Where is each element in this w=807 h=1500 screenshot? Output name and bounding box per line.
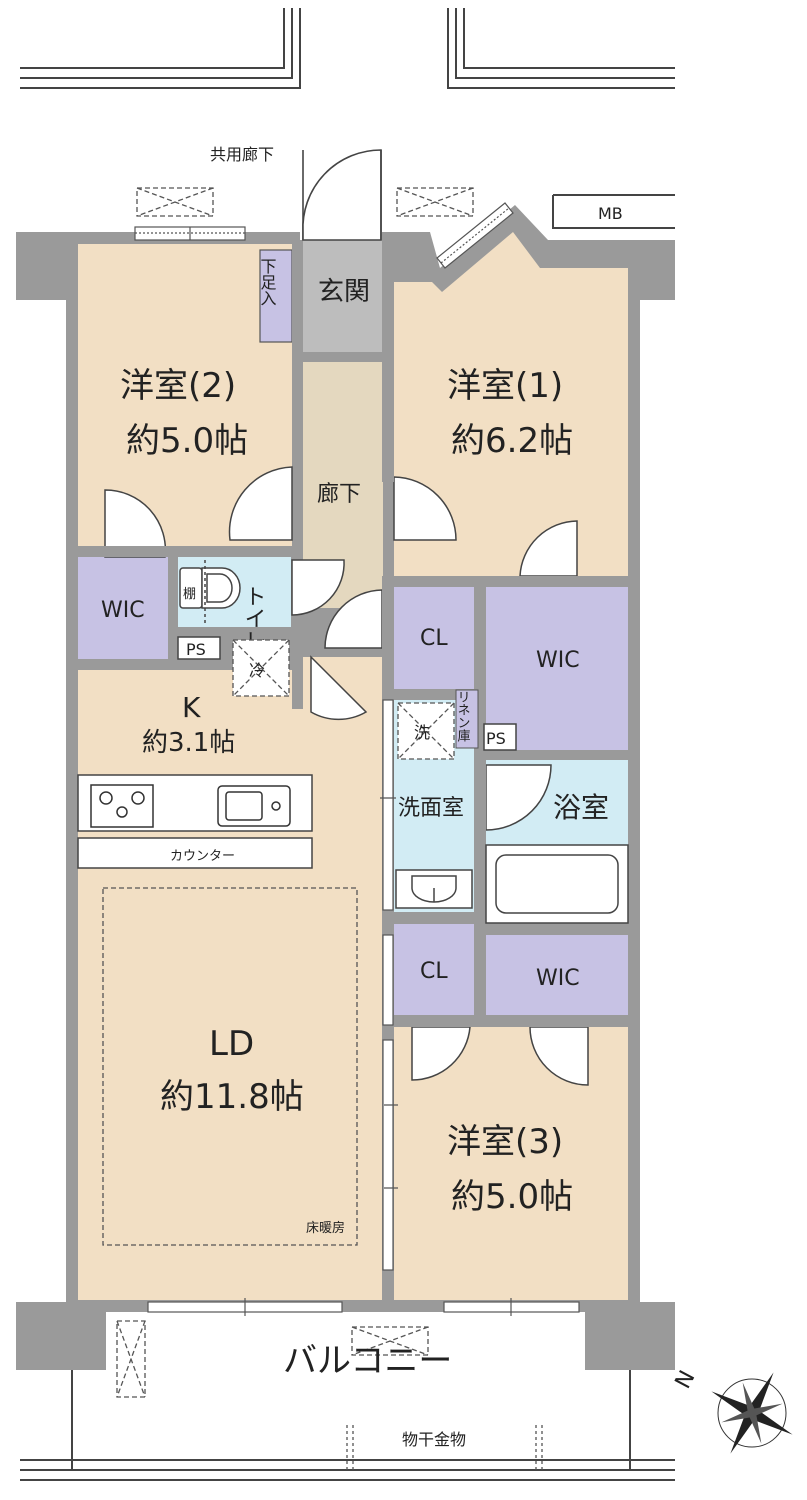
ps-box-right: PS (483, 723, 517, 751)
svg-text:PS: PS (186, 640, 206, 659)
floor-heating-area (102, 887, 358, 1246)
room1-name: 洋室(1) (447, 366, 563, 406)
toilet-fixture (179, 560, 241, 625)
balcony-windows (147, 1298, 580, 1316)
meter-box: MB (552, 194, 675, 229)
common-corridor-railing (20, 8, 675, 89)
cl-upper-label: CL (420, 626, 448, 651)
wic-left-label: WIC (101, 598, 145, 623)
window-room2 (134, 226, 246, 241)
common-corridor-label: 共用廊下 (210, 145, 274, 164)
room3-name: 洋室(3) (447, 1122, 563, 1162)
wic-right-lower (486, 935, 628, 1015)
interior-doors (104, 466, 589, 1086)
entrance-floor (303, 240, 382, 352)
linen-storage (455, 689, 479, 749)
washroom-label: 洗面室 (398, 796, 464, 821)
ac-unit-top-left (136, 187, 214, 217)
washing-machine-space (397, 702, 455, 760)
wic-upper-label: WIC (536, 648, 580, 673)
counter-label: カウンター (170, 849, 235, 864)
balcony-label: バルコニー (283, 1341, 452, 1381)
shelf-label: 棚 (183, 587, 196, 602)
room2-name: 洋室(2) (120, 366, 236, 406)
svg-text:PS: PS (486, 729, 506, 748)
ld-name: LD (209, 1024, 254, 1064)
ac-unit-top-right (396, 187, 474, 217)
fridge-label: 冷 (249, 661, 265, 680)
balcony-structure (16, 1302, 675, 1481)
kitchen-size: 約3.1帖 (142, 728, 235, 758)
kitchen-name: K (182, 691, 201, 724)
interior-walls (66, 244, 640, 1302)
shoe-storage (259, 249, 293, 343)
sliding-doors (380, 699, 398, 1271)
entrance-door (302, 149, 382, 241)
window-room1 (436, 202, 514, 269)
ld-size: 約11.8帖 (160, 1077, 304, 1117)
cl-upper (394, 587, 474, 689)
room1-floor (394, 232, 628, 576)
shoe-storage-label: 下足入 (258, 258, 277, 306)
mb-label: MB (598, 204, 623, 223)
floor-heating-label: 床暖房 (306, 1220, 345, 1236)
stove (90, 784, 154, 828)
entrance-label: 玄関 (318, 277, 370, 307)
room2-size: 約5.0帖 (126, 421, 248, 461)
ps-box-left: PS (177, 636, 221, 660)
bathtub (485, 844, 629, 924)
hallway-label: 廊下 (317, 482, 361, 507)
ac-unit-balcony (351, 1326, 429, 1356)
kitchen-sink (217, 785, 291, 827)
bathroom-label: 浴室 (553, 791, 609, 824)
room1-size: 約6.2帖 (451, 421, 573, 461)
compass-icon (711, 1372, 793, 1454)
cl-lower-label: CL (420, 959, 448, 984)
cl-lower (394, 924, 474, 1016)
wic-lower-label: WIC (536, 966, 580, 991)
wash-basin (395, 869, 473, 909)
wic-left (78, 557, 168, 659)
north-label: N (671, 1367, 701, 1393)
ac-unit-balcony-side (116, 1320, 146, 1398)
wic-right-upper (486, 587, 628, 750)
room3-size: 約5.0帖 (451, 1177, 573, 1217)
drying-rack-label: 物干金物 (402, 1430, 466, 1449)
linen-label: リネン庫 (455, 690, 471, 742)
fridge-space (232, 639, 290, 697)
washing-machine-label: 洗 (414, 723, 430, 742)
